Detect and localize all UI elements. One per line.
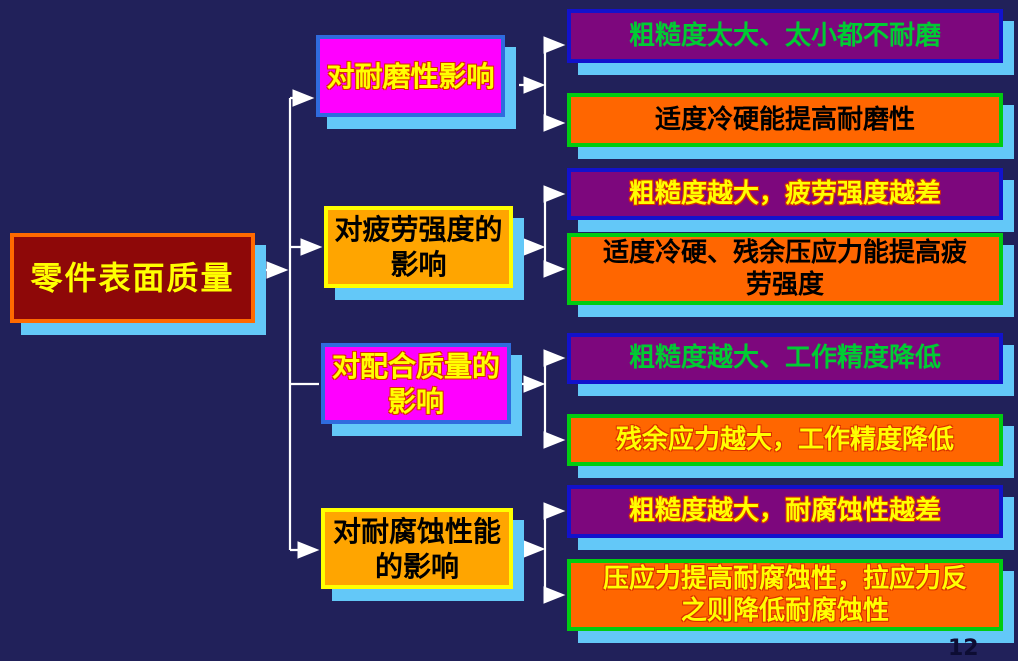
leaf-node-roughness-corrosion: 粗糙度越大，耐腐蚀性越差 xyxy=(567,485,1003,538)
flow-arrow-branch-1 xyxy=(519,36,566,132)
branch-node-wear-resistance: 对耐磨性影响 xyxy=(316,35,505,117)
leaf-node-cold-hardening-wear: 适度冷硬能提高耐磨性 xyxy=(567,93,1003,147)
leaf-node-residual-stress-precision: 残余应力越大，工作精度降低 xyxy=(567,414,1003,466)
flow-arrow-branch-4 xyxy=(521,502,566,604)
leaf-node-roughness-precision: 粗糙度越大、工作精度降低 xyxy=(567,333,1003,384)
leaf-node-stress-corrosion: 压应力提高耐腐蚀性，拉应力反 之则降低耐腐蚀性 xyxy=(567,559,1003,631)
flow-arrow-branch-2 xyxy=(521,185,566,278)
leaf-node-roughness-wear: 粗糙度太大、太小都不耐磨 xyxy=(567,9,1003,63)
leaf-node-residual-stress-fatigue: 适度冷硬、残余压应力能提高疲 劳强度 xyxy=(567,233,1003,305)
page-number: 12 xyxy=(948,636,979,661)
leaf-node-roughness-fatigue: 粗糙度越大，疲劳强度越差 xyxy=(567,168,1003,220)
flow-arrow-branch-3 xyxy=(519,349,566,449)
root-node-surface-quality: 零件表面质量 xyxy=(10,233,255,323)
flow-arrow-root xyxy=(262,89,323,559)
branch-node-fatigue-strength: 对疲劳强度的 影响 xyxy=(324,206,513,288)
branch-node-fit-quality: 对配合质量的 影响 xyxy=(321,343,511,424)
branch-node-corrosion-resistance: 对耐腐蚀性能 的影响 xyxy=(321,508,513,589)
